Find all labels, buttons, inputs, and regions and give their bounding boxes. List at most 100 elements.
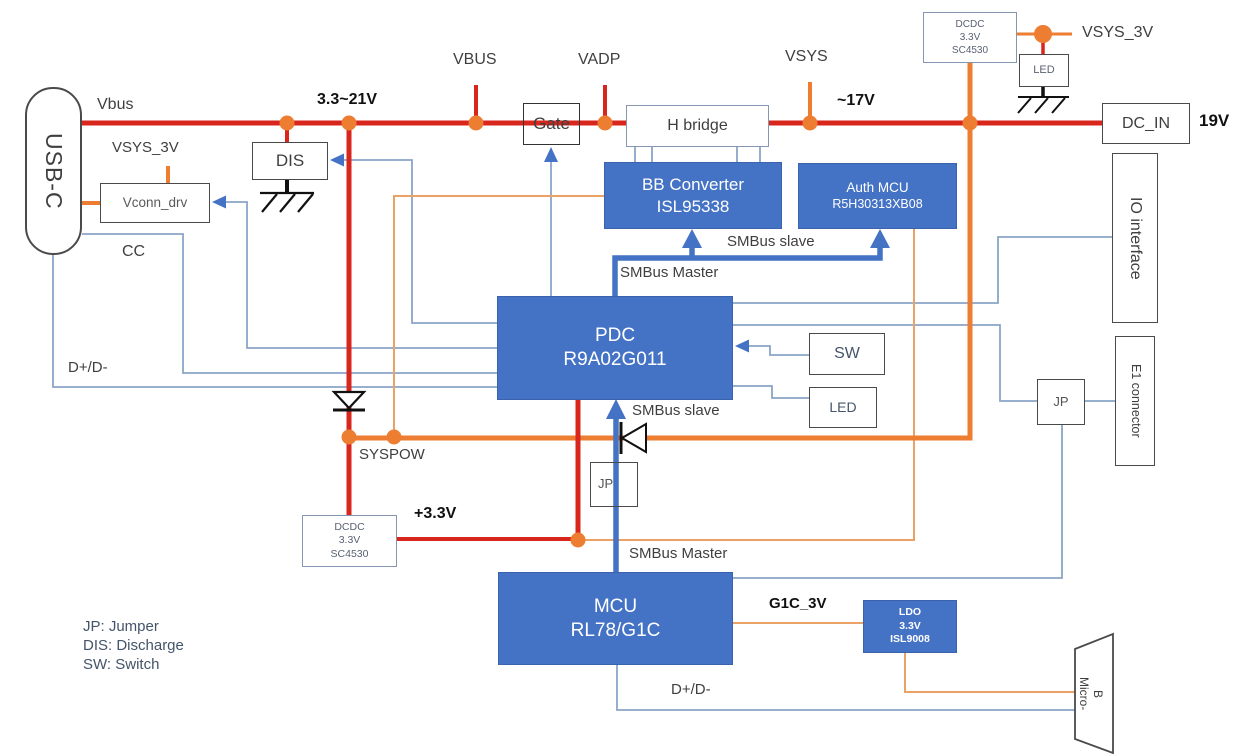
block-ldo-name: LDO	[898, 606, 922, 619]
vconn-control-wire	[225, 201, 497, 349]
arrowheads	[212, 147, 890, 419]
block-vconn-drv-label: Vconn_drv	[122, 194, 188, 210]
block-dc-in: DC_IN	[1102, 103, 1190, 144]
block-e1-connector-label: E1 connector	[1128, 364, 1143, 438]
block-usb-c: USB-C	[25, 87, 82, 255]
red-power-wires	[82, 34, 1102, 541]
net-label-smbus-master-top: SMBus Master	[620, 264, 719, 281]
block-dis: DIS	[252, 142, 328, 180]
block-jp-mid-label: JP	[598, 476, 614, 492]
bb-syspow-feed-wire	[393, 195, 604, 437]
block-dis-label: DIS	[275, 151, 305, 171]
diode-down-icon	[331, 390, 367, 410]
net-label-vsys: VSYS	[785, 48, 828, 65]
ldo-output-wire	[904, 653, 1075, 693]
signal-wires	[52, 147, 1115, 711]
block-jp-right-label: JP	[1053, 393, 1069, 409]
junction-dot	[802, 115, 818, 131]
net-label-3v3: +3.3V	[414, 505, 457, 522]
net-label-smbus-master-bottom: SMBus Master	[629, 545, 728, 562]
micro-b-text-2: B	[1091, 689, 1105, 698]
block-led-top: LED	[1019, 54, 1069, 87]
cc-wire	[82, 233, 497, 374]
net-label-vsys-3v-left: VSYS_3V	[112, 139, 179, 156]
junction-dot	[597, 115, 613, 131]
smbus-master-top-wire	[612, 244, 883, 296]
block-gate-label: Gate	[533, 114, 570, 134]
arrow-into-gate	[544, 147, 558, 162]
net-label-vadp: VADP	[578, 51, 621, 68]
net-label-3v3-21v: 3.3~21V	[317, 91, 378, 108]
net-label-19v: 19V	[1199, 111, 1230, 130]
block-dcdc-top: DCDC 3.3V SC4530	[923, 12, 1017, 63]
net-label-dplus-bottom: D+/D-	[671, 681, 711, 698]
block-bb-converter-name: BB Converter	[641, 175, 745, 195]
junction-dot	[279, 115, 295, 131]
block-dc-in-label: DC_IN	[1121, 114, 1170, 132]
diode-left-icon	[620, 422, 647, 454]
block-auth-mcu: Auth MCU R5H30313XB08	[798, 163, 957, 229]
net-label-vbus-upper: VBUS	[453, 51, 497, 68]
net-label-17v: ~17V	[837, 92, 875, 109]
block-dcdc-bottom-part: SC4530	[330, 547, 369, 560]
net-label-smbus-slave-bottom: SMBus slave	[632, 402, 720, 419]
jp-mcu-wire	[733, 425, 1063, 579]
syspow-wire	[349, 63, 973, 441]
block-pdc-part: R9A02G011	[563, 349, 667, 370]
block-dcdc-bottom: DCDC 3.3V SC4530	[302, 515, 397, 567]
net-label-vbus-lower: Vbus	[97, 96, 134, 113]
micro-b-text-1: Micro-	[1077, 677, 1091, 711]
net-label-g1c-3v: G1C_3V	[769, 595, 827, 612]
block-auth-mcu-part: R5H30313XB08	[832, 196, 923, 211]
block-mcu: MCU RL78/G1C	[498, 572, 733, 665]
block-jp-mid: JP	[590, 462, 638, 507]
led-wire	[733, 385, 809, 399]
block-sw-label: SW	[834, 345, 860, 362]
block-e1-connector: E1 connector	[1115, 336, 1155, 466]
led-ground-icon	[1017, 97, 1066, 114]
block-mcu-name: MCU	[593, 595, 638, 617]
legend: JP: Jumper DIS: Discharge SW: Switch	[83, 618, 184, 675]
block-usb-c-label: USB-C	[40, 132, 67, 210]
block-dcdc-top-voltage: 3.3V	[959, 32, 981, 43]
block-bb-converter: BB Converter ISL95338	[604, 162, 782, 229]
block-gate: Gate	[523, 103, 580, 145]
block-h-bridge-label: H bridge	[667, 117, 728, 134]
pdc-jp-wire	[733, 324, 1037, 402]
net-label-dplus-left: D+/D-	[68, 359, 108, 376]
dis-ground-icon	[261, 193, 314, 213]
net-label-vsys-3v-right: VSYS_3V	[1082, 24, 1154, 41]
block-io-interface-label: IO interface	[1127, 196, 1144, 280]
arrow-into-authmcu-smbus	[870, 229, 890, 248]
arrow-into-dis	[330, 153, 344, 167]
sw-wire	[748, 345, 809, 356]
arrow-into-vconn	[212, 195, 226, 209]
net-label-cc: CC	[122, 243, 146, 260]
block-led-pdc: LED	[809, 387, 877, 428]
block-dcdc-bottom-voltage: 3.3V	[338, 534, 361, 547]
block-sw: SW	[809, 333, 885, 375]
dis-control-wire	[343, 159, 497, 324]
block-mcu-part: RL78/G1C	[570, 619, 661, 641]
junction-dot	[386, 429, 402, 445]
net-label-syspow: SYSPOW	[359, 446, 425, 463]
junction-dots	[279, 25, 1052, 548]
arrow-into-pdc-from-sw	[735, 339, 749, 353]
block-jp-right: JP	[1037, 379, 1085, 425]
legend-dis: DIS: Discharge	[83, 636, 184, 654]
block-pdc: PDC R9A02G011	[497, 296, 733, 400]
orange-thin-wires	[393, 195, 1075, 693]
block-dcdc-top-part: SC4530	[951, 45, 989, 56]
junction-dot	[962, 115, 978, 131]
block-micro-b-label: Micro- B	[1077, 648, 1113, 740]
block-bb-converter-part: ISL95338	[656, 196, 730, 216]
block-ldo: LDO 3.3V ISL9008	[863, 600, 957, 653]
block-led-top-label: LED	[1033, 63, 1055, 76]
block-vconn-drv: Vconn_drv	[100, 183, 210, 223]
block-ldo-voltage: 3.3V	[899, 619, 921, 632]
arrow-into-pdc-smbus	[606, 399, 626, 419]
block-pdc-name: PDC	[594, 325, 636, 347]
arrow-into-bb-smbus	[682, 229, 702, 248]
